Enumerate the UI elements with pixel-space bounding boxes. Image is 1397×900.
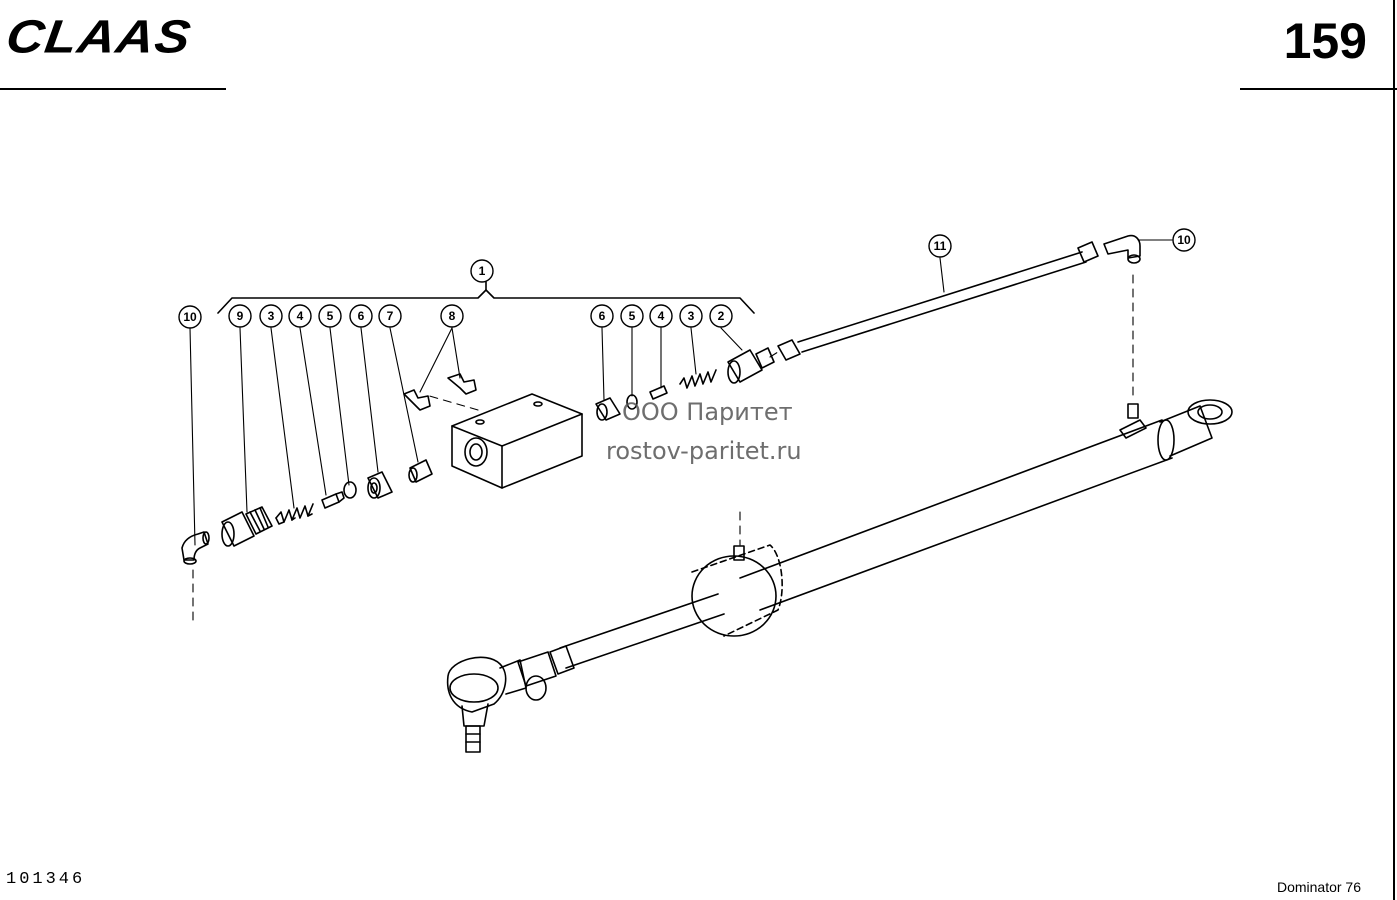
valve-seat-right xyxy=(595,397,621,421)
callout-8: 8 xyxy=(440,304,464,328)
svg-text:5: 5 xyxy=(327,309,334,323)
svg-text:1: 1 xyxy=(479,264,486,278)
callout-10-right: 10 xyxy=(1172,228,1196,252)
valve-seat-left xyxy=(367,471,393,499)
callout-9: 9 xyxy=(228,304,252,328)
callout-3-left: 3 xyxy=(259,304,283,328)
hydraulic-pipe xyxy=(777,241,1099,361)
svg-text:6: 6 xyxy=(599,309,606,323)
svg-text:5: 5 xyxy=(629,309,636,323)
document-number: 101346 xyxy=(6,870,86,889)
spring-right xyxy=(679,369,717,389)
spring-left xyxy=(275,503,314,525)
callout-4-left: 4 xyxy=(288,304,312,328)
page-border-right xyxy=(1393,0,1395,900)
callout-6-left: 6 xyxy=(349,304,373,328)
svg-text:11: 11 xyxy=(934,239,947,253)
callout-10-left: 10 xyxy=(178,305,202,329)
group-bracket xyxy=(217,281,755,314)
valve-block xyxy=(451,393,583,489)
callout-11: 11 xyxy=(928,234,952,258)
callout-7: 7 xyxy=(378,304,402,328)
header-rule-right xyxy=(1240,88,1397,90)
callout-3-right: 3 xyxy=(679,304,703,328)
callout-6-right: 6 xyxy=(590,304,614,328)
ball-joint xyxy=(446,656,527,753)
header-rule-left xyxy=(0,88,226,90)
small-fittings xyxy=(403,373,477,411)
callout-5-left: 5 xyxy=(318,304,342,328)
svg-text:2: 2 xyxy=(718,309,725,323)
svg-text:7: 7 xyxy=(387,309,394,323)
svg-text:6: 6 xyxy=(358,309,365,323)
callout-1: 1 xyxy=(470,259,494,283)
svg-text:8: 8 xyxy=(449,309,456,323)
watermark-url: rostov-paritet.ru xyxy=(606,437,802,465)
threaded-plug xyxy=(221,506,273,547)
svg-text:10: 10 xyxy=(1177,233,1191,247)
svg-text:4: 4 xyxy=(297,309,304,323)
o-ring-right xyxy=(626,394,638,410)
svg-text:9: 9 xyxy=(237,309,244,323)
elbow-fitting-right xyxy=(1103,234,1141,264)
nozzle-part xyxy=(408,459,433,483)
valve-pin-right xyxy=(649,385,668,400)
svg-text:3: 3 xyxy=(688,309,695,323)
svg-text:4: 4 xyxy=(658,309,665,323)
threaded-adapter xyxy=(727,347,775,384)
o-ring-left xyxy=(343,481,357,499)
callout-2: 2 xyxy=(709,304,733,328)
elbow-fitting-left xyxy=(181,531,210,565)
page-number: 159 xyxy=(1283,13,1367,69)
svg-text:10: 10 xyxy=(183,310,197,324)
valve-pin-left xyxy=(321,491,345,509)
watermark-company: ООО Паритет xyxy=(622,398,793,426)
callout-4-right: 4 xyxy=(649,304,673,328)
model-name: Dominator 76 xyxy=(1276,879,1361,895)
svg-text:3: 3 xyxy=(268,309,275,323)
callout-5-right: 5 xyxy=(620,304,644,328)
